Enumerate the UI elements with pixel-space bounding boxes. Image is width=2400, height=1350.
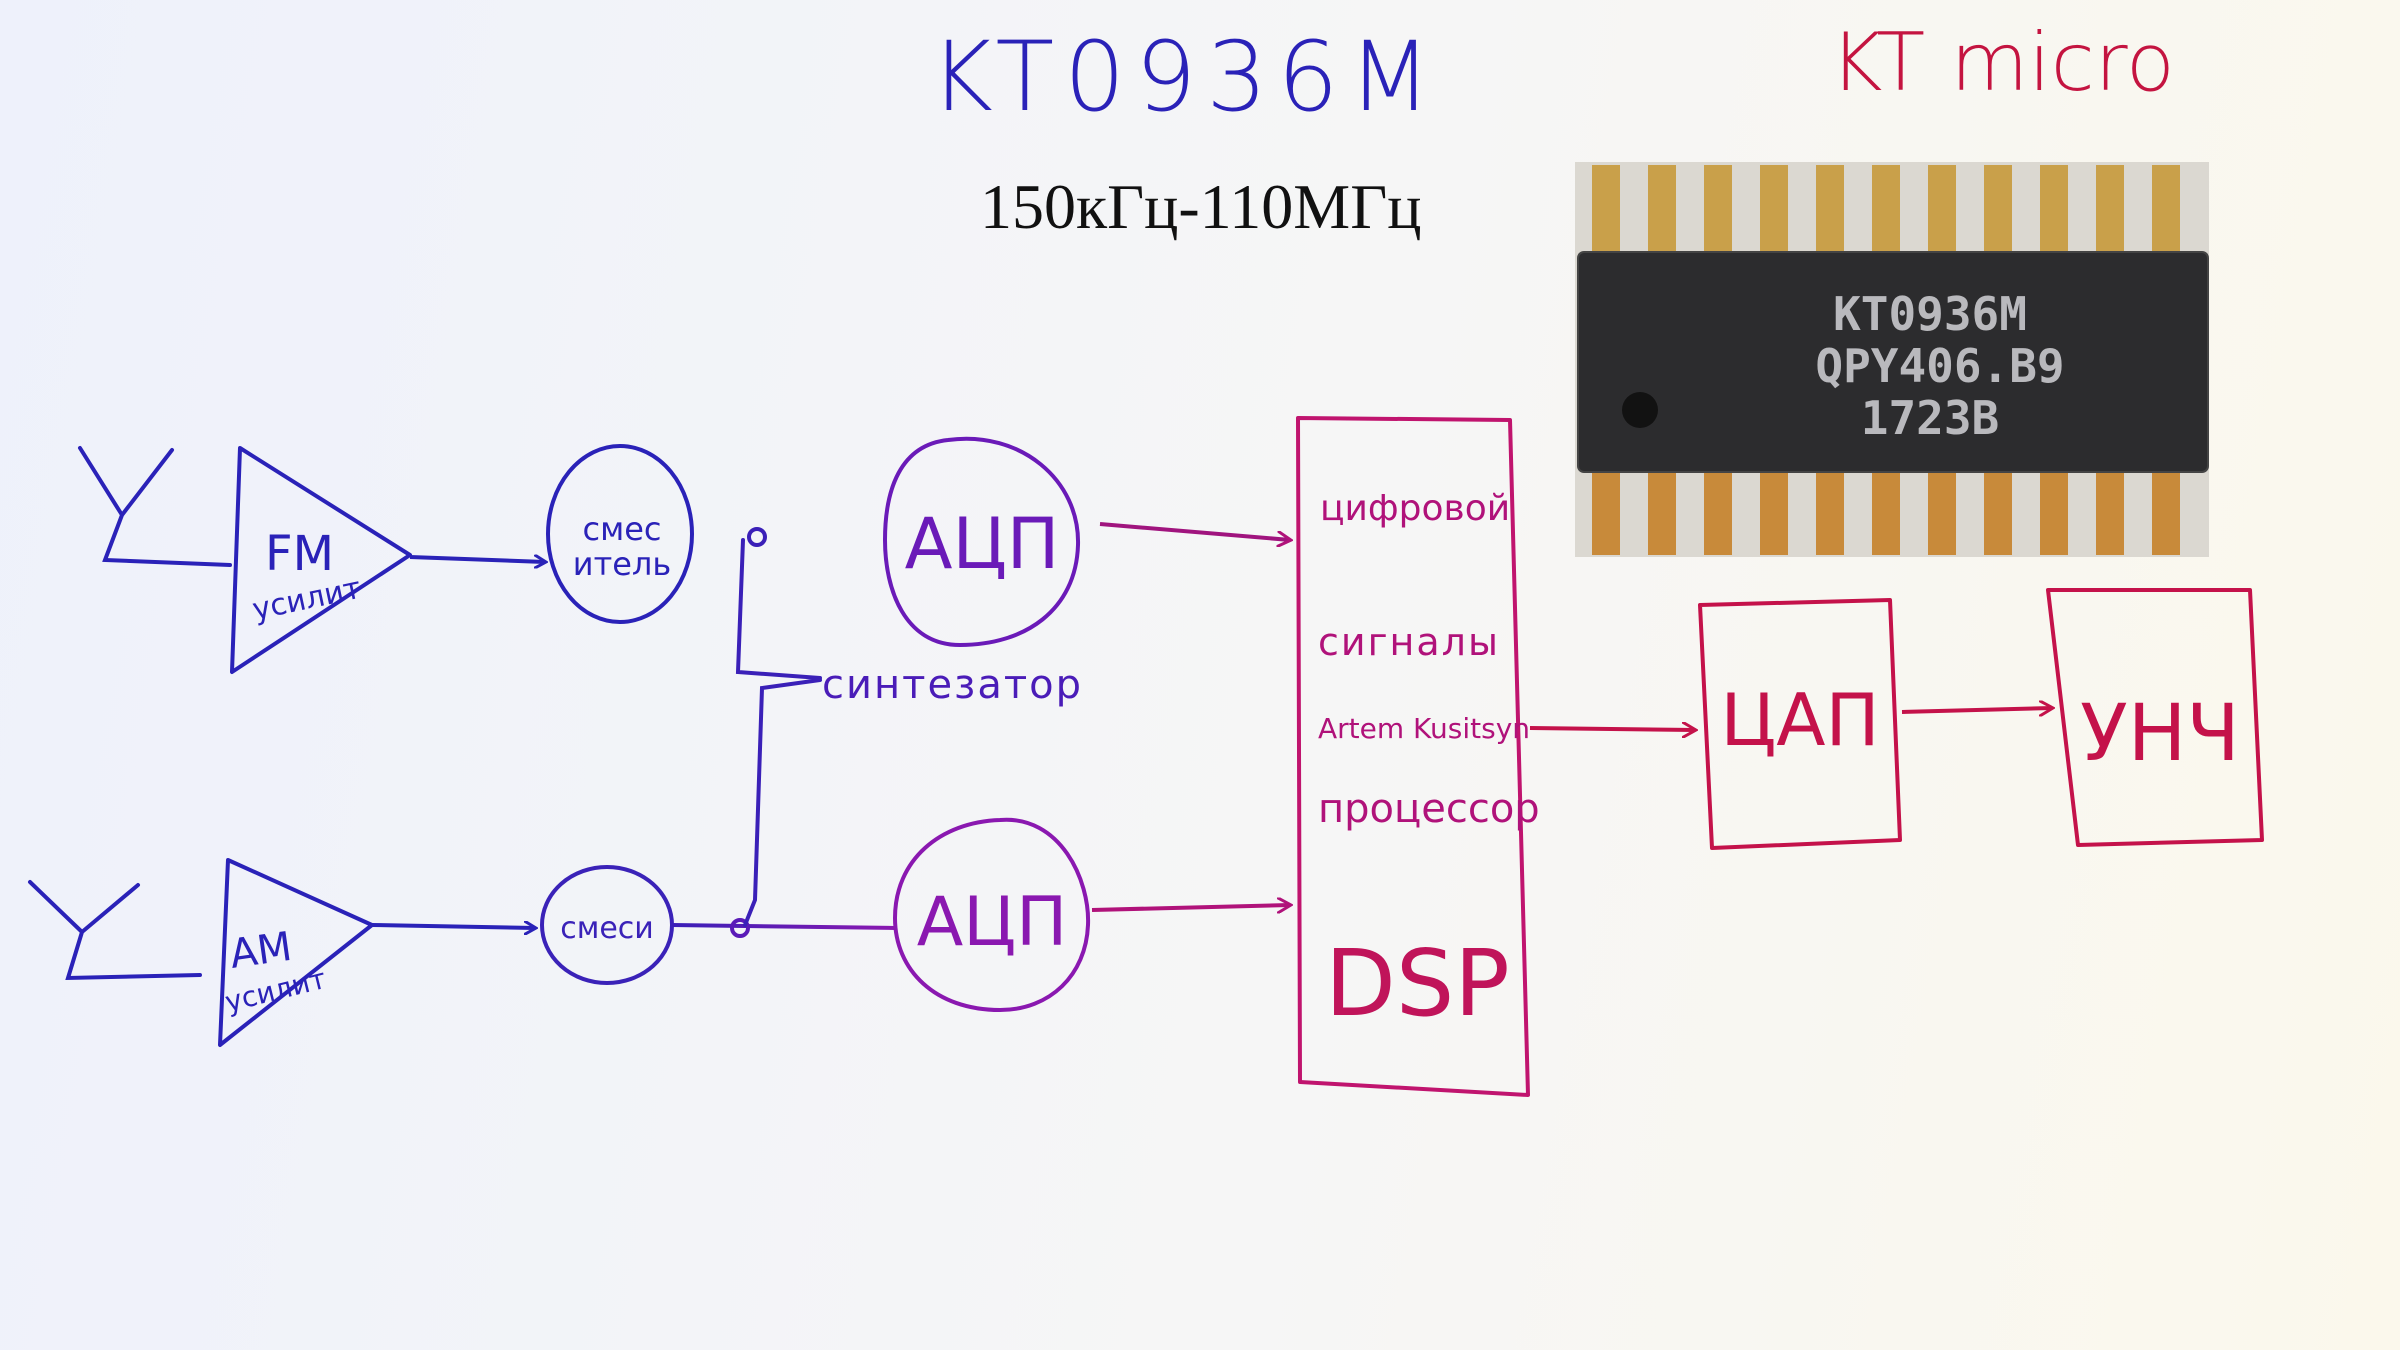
chip-pin (1872, 470, 1900, 555)
chip-photo: KT0936M QPY406.B9 1723B (1575, 162, 2209, 557)
fm-amplifier-label-1: FM (265, 526, 334, 582)
fm-mixer-label-2: итель (573, 545, 671, 583)
chip-marking-line2: QPY406.B9 (1815, 339, 2064, 393)
am-adc: АЦП (892, 817, 1091, 1013)
am-mixer-label: смеси (560, 911, 654, 946)
chip-body (1578, 252, 2208, 472)
fm-amp-to-mixer-line (409, 557, 545, 562)
am-mixer: смеси (540, 865, 674, 985)
fm-adc-to-dsp-arrow (1099, 522, 1290, 540)
chip-pin (1816, 165, 1844, 255)
am-amplifier: AM усилит (218, 858, 374, 1047)
chip-pin (1928, 165, 1956, 255)
am-junction-dot (730, 918, 750, 938)
dsp-line3: процессор (1318, 786, 1540, 832)
chip-pin (1592, 165, 1620, 255)
fm-junction-dot (747, 527, 767, 547)
dac-block: ЦАП (1698, 598, 1902, 850)
fm-amplifier: FM усилит (230, 446, 412, 674)
chip-marking-line1: KT0936M (1833, 287, 2027, 341)
synth-label: синтезатор (822, 662, 1083, 708)
fm-adc-label: АЦП (905, 503, 1060, 585)
dac-label: ЦАП (1720, 678, 1879, 762)
brand: KT micro (1830, 16, 2175, 109)
chip-pin (1704, 165, 1732, 255)
chip-pin (1704, 470, 1732, 555)
dsp-block: цифровой сигналы Artem Kusitsyn процессо… (1296, 416, 1540, 1097)
am-adc-to-dsp-arrow (1091, 905, 1290, 910)
chip-pin (2040, 165, 2068, 255)
chip-pin (1592, 470, 1620, 555)
ulf-block: УНЧ (2046, 588, 2264, 847)
chip-pin (2040, 470, 2068, 555)
title: KT0936M (930, 21, 1441, 133)
chip-pin (1648, 165, 1676, 255)
dsp-line4: DSP (1325, 930, 1510, 1037)
dsp-to-dac-arrow (1529, 728, 1695, 730)
ulf-label: УНЧ (2080, 689, 2240, 779)
frequency-range: 150кГц-110МГц (980, 171, 1421, 242)
chip-pin (1872, 165, 1900, 255)
chip-pin (2152, 470, 2180, 555)
am-amp-to-mixer-line (371, 925, 535, 928)
chip-pin (1760, 165, 1788, 255)
chip-pin (1984, 470, 2012, 555)
am-antenna (28, 880, 202, 981)
dsp-author: Artem Kusitsyn (1318, 712, 1530, 745)
am-mixer-to-adc-line (671, 923, 896, 930)
chip-pin (2096, 165, 2124, 255)
am-adc-label: АЦП (917, 883, 1067, 962)
chip-pin (1760, 470, 1788, 555)
chip-marking-line3: 1723B (1861, 391, 1999, 445)
dac-to-ulf-arrow (1901, 708, 2052, 712)
fm-antenna (78, 446, 232, 567)
chip-pin (2152, 165, 2180, 255)
chip-pin1-dot (1622, 392, 1658, 428)
synth-wiring (735, 538, 822, 927)
chip-pin (2096, 470, 2124, 555)
chip-pin (1984, 165, 2012, 255)
chip-top-pins (1592, 165, 2180, 255)
chip-bottom-pins (1592, 470, 2180, 555)
am-amplifier-label-1: AM (227, 924, 295, 978)
fm-mixer-label-1: смес (582, 510, 661, 548)
dsp-line2: сигналы (1318, 620, 1500, 664)
dsp-line1: цифровой (1320, 488, 1510, 529)
fm-adc: АЦП (882, 436, 1081, 648)
chip-pin (1816, 470, 1844, 555)
chip-pin (1648, 470, 1676, 555)
fm-mixer: смес итель (546, 444, 694, 624)
chip-pin (1928, 470, 1956, 555)
